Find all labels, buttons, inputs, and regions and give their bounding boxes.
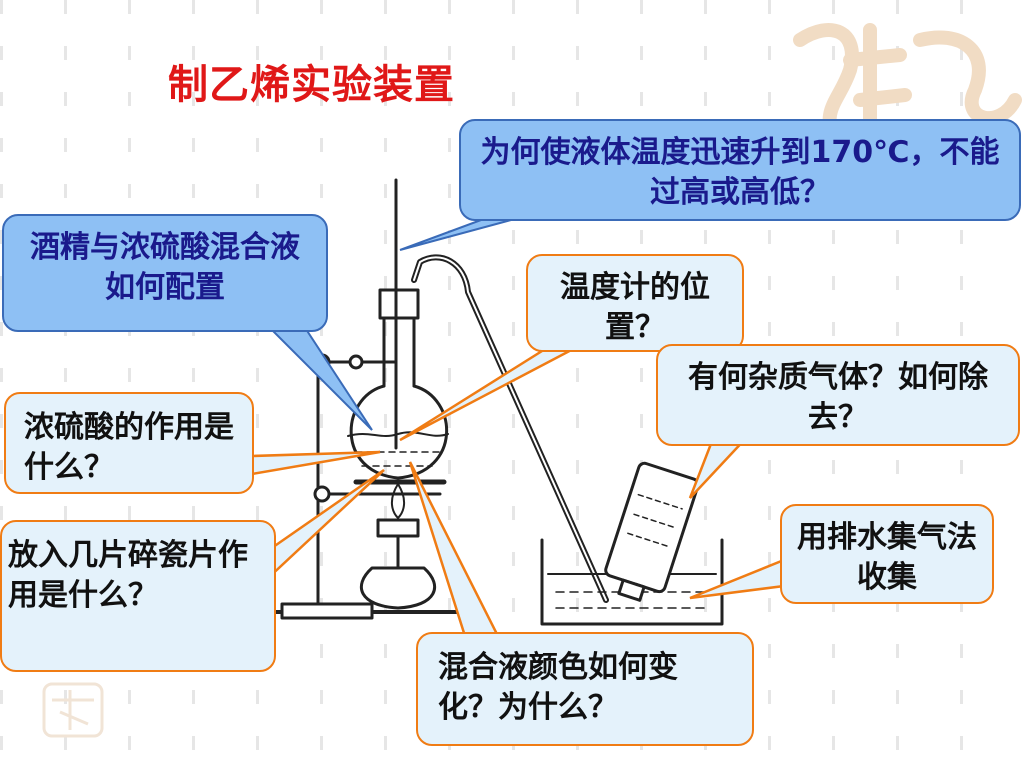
burner-body: [360, 566, 436, 610]
callout-porcelain: 放入几片碎瓷片作用是什么？: [0, 520, 276, 672]
callout-mixing-text: 酒精与浓硫酸混合液如何配置: [30, 230, 300, 305]
callout-temperature: 为何使液体温度迅速升到170℃，不能过高或高低？: [459, 119, 1021, 221]
callout-thermometer-text: 温度计的位置？: [560, 270, 710, 345]
callout-porcelain-text: 放入几片碎瓷片作用是什么？: [8, 538, 248, 613]
page-title: 制乙烯实验装置: [168, 62, 455, 108]
callout-temperature-text: 为何使液体温度迅速升到170℃，不能过高或高低？: [480, 135, 1000, 210]
callout-impurity: 有何杂质气体？如何除去？: [656, 344, 1020, 446]
stand-base-block: [280, 602, 374, 620]
callout-color-text: 混合液颜色如何变化？为什么？: [438, 650, 678, 725]
callout-water-text: 用排水集气法收集: [797, 520, 977, 595]
flask-body: [349, 384, 448, 480]
callout-mixing: 酒精与浓硫酸混合液如何配置: [2, 214, 328, 332]
callout-color: 混合液颜色如何变化？为什么？: [416, 632, 754, 746]
callout-sulfuric: 浓硫酸的作用是什么？: [4, 392, 254, 494]
flask-neck: [382, 316, 416, 388]
burner-top: [376, 518, 420, 538]
flame: [391, 483, 405, 519]
callout-impurity-text: 有何杂质气体？如何除去？: [688, 360, 988, 435]
callout-thermometer: 温度计的位置？: [526, 254, 744, 352]
flask-stopper: [378, 288, 420, 320]
collecting-bottle: [604, 461, 700, 602]
callout-sulfuric-text: 浓硫酸的作用是什么？: [24, 410, 234, 485]
callout-water: 用排水集气法收集: [780, 504, 994, 604]
liquid-surface: [347, 431, 449, 437]
